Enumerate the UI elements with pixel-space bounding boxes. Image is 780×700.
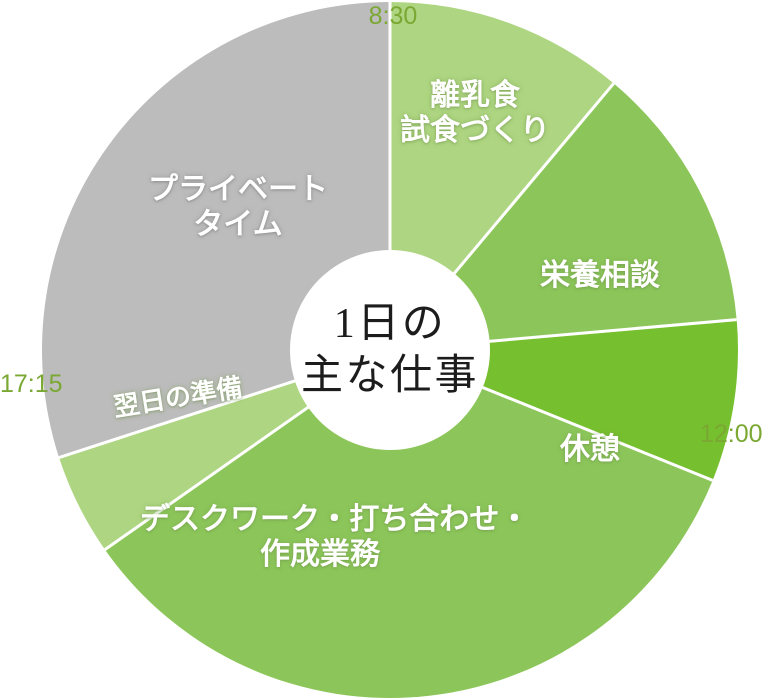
- donut-hole: [290, 250, 490, 450]
- donut-slice-layer: [41, 2, 739, 698]
- donut-slice: [104, 350, 713, 698]
- donut-slice: [390, 2, 614, 350]
- donut-slice: [390, 83, 737, 351]
